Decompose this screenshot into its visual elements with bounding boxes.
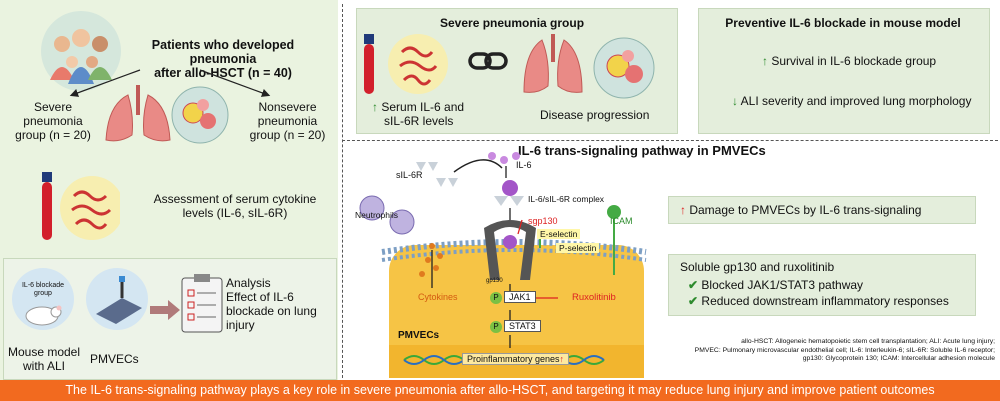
gp130-label: gp130	[486, 278, 503, 284]
blockade-label-1: IL-6 blockade	[21, 282, 65, 289]
severe-group-title: Severe pneumonia group	[440, 16, 585, 30]
up-arrow-icon: ↑	[372, 100, 378, 114]
proinflammatory-label: Proinflammatory genes	[467, 354, 560, 364]
phospho-stat3-icon: P	[490, 321, 502, 333]
blocked-text: Blocked JAK1/STAT3 pathway	[701, 278, 864, 292]
damage-up-arrow-icon: ↑	[680, 203, 686, 217]
eselectin-label: E-selectin	[537, 229, 581, 239]
divider-horizontal	[342, 140, 998, 141]
assessment-line2: levels (IL-6, sIL-6R)	[182, 206, 288, 220]
mouse-model-line1: Mouse model	[7, 345, 81, 359]
ali-text: ALI severity and improved lung morpholog…	[740, 94, 972, 108]
pmvecs-left-label: PMVECs	[90, 352, 139, 366]
nonsevere-label-1: Nonsevere	[258, 100, 317, 114]
proinflammatory-genes-box: Proinflammatory genes↑	[462, 353, 570, 365]
pmvecs-cell-label: PMVECs	[398, 330, 440, 341]
mouse-icon	[25, 305, 62, 326]
mouse-model-line2: with ALI	[22, 359, 66, 373]
neutrophils-label: Neutrophils	[355, 210, 398, 220]
check-icon-2: ✔	[688, 294, 699, 308]
lungs-icon	[105, 85, 229, 144]
pselectin-label: P-selectin	[556, 243, 600, 253]
cytokines-label: Cytokines	[418, 292, 458, 302]
soluble-title: Soluble gp130 and ruxolitinib	[680, 260, 835, 274]
treatment-box	[668, 254, 976, 316]
analysis-line4: injury	[226, 318, 255, 332]
assessment-line1: Assessment of serum cytokine	[153, 192, 317, 206]
analysis-line2: Effect of IL-6	[226, 290, 294, 304]
serum-line1: Serum IL-6 and	[381, 100, 465, 114]
ruxolitinib-label: Ruxolitinib	[572, 292, 616, 303]
damage-text: Damage to PMVECs by IL-6 trans-signaling	[689, 203, 922, 217]
serum-tube-icon	[364, 34, 448, 94]
il6-label: IL-6	[516, 160, 532, 170]
survival-text: Survival in IL-6 blockade group	[771, 54, 937, 68]
severe-label-1: Severe	[33, 100, 73, 114]
lungs-progression-icon	[523, 34, 655, 99]
conclusion-footer: The IL-6 trans-signaling pathway plays a…	[0, 380, 1000, 401]
patients-title-line2: after allo-HSCT (n = 40)	[154, 66, 292, 80]
abbrev-line1: allo-HSCT: Allogeneic hematopoietic stem…	[741, 338, 995, 345]
abbrev-line2: PMVEC: Pulmonary microvascular endotheli…	[694, 346, 995, 354]
jak1-box: JAK1	[504, 291, 536, 303]
analysis-line1: Analysis	[226, 276, 271, 290]
nonsevere-label-2: pneumonia	[257, 114, 318, 128]
sgp130-label: sgp130	[528, 216, 558, 226]
pathway-title: IL-6 trans-signaling pathway in PMVECs	[518, 143, 766, 158]
branch-arrows	[69, 69, 271, 97]
ali-down-arrow-icon: ↓	[732, 94, 738, 108]
genes-up-arrow-icon: ↑	[559, 354, 565, 364]
nonsevere-label-3: group (n = 20)	[249, 128, 326, 142]
survival-up-arrow-icon: ↑	[762, 54, 768, 68]
analysis-arrow	[150, 300, 180, 320]
blockade-label-2: group	[34, 290, 52, 297]
stat3-box: STAT3	[504, 320, 541, 332]
preventive-title: Preventive IL-6 blockade in mouse model	[725, 16, 961, 30]
check-icon-1: ✔	[688, 278, 699, 292]
damage-box	[668, 196, 976, 224]
severe-label-3: group (n = 20)	[15, 128, 91, 142]
pathway-illustration	[359, 152, 647, 378]
blood-tube-icon	[42, 172, 120, 240]
link-icon	[468, 52, 508, 70]
icam-label: ICAM	[610, 216, 633, 226]
divider-vertical	[342, 4, 343, 378]
disease-progression-label: Disease progression	[540, 108, 650, 122]
clipboard-icon	[181, 274, 223, 333]
phospho-jak1-icon: P	[490, 292, 502, 304]
well-plate-icon	[96, 276, 142, 324]
abbrev-line3: gp130: Glycoprotein 130; ICAM: Intercell…	[802, 355, 995, 362]
complex-label: IL-6/sIL-6R complex	[528, 194, 605, 204]
reduced-text: Reduced downstream inflammatory response…	[701, 294, 949, 308]
patients-group-icon	[41, 11, 121, 91]
preventive-box	[698, 8, 990, 134]
analysis-line3: blockade on lung	[226, 304, 317, 318]
patients-title-line1: Patients who developed pneumonia	[151, 38, 295, 66]
severe-label-2: pneumonia	[23, 114, 83, 128]
serum-line2: sIL-6R levels	[384, 114, 454, 128]
sil6r-label: sIL-6R	[396, 170, 423, 180]
